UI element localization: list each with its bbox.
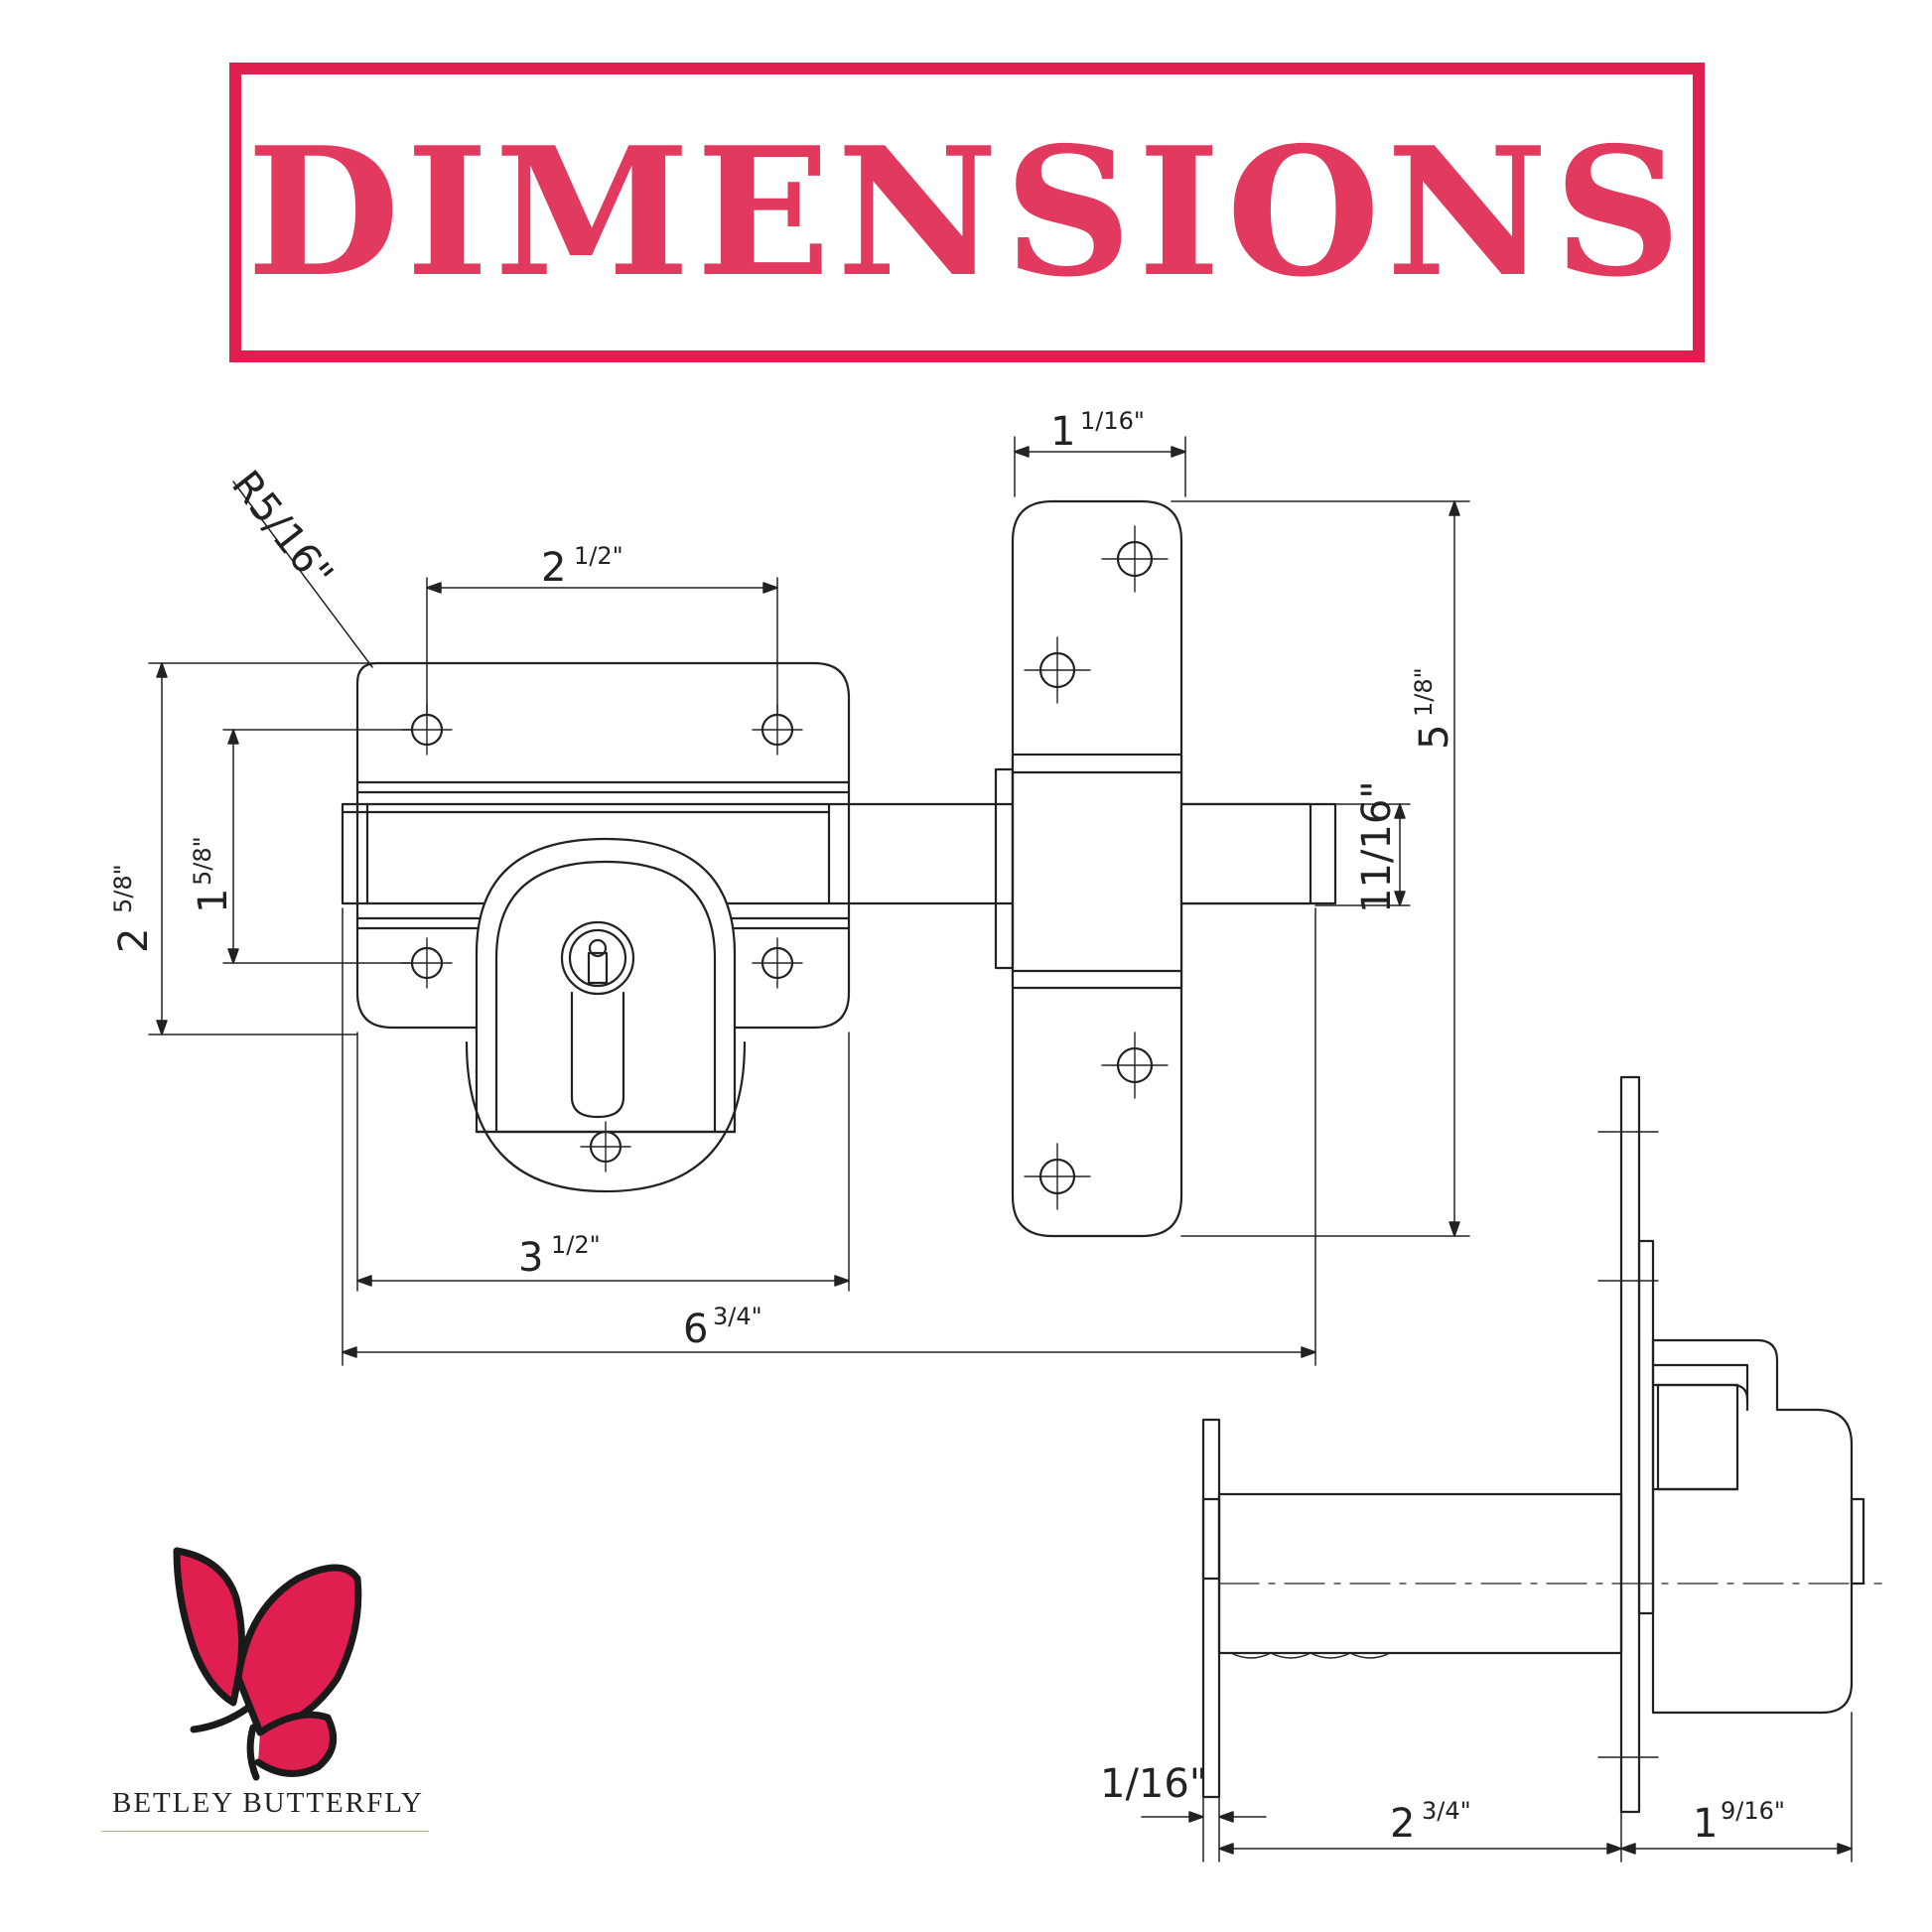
brand-underline [101, 1831, 429, 1832]
dim-total-length-whole: 6 [683, 1307, 708, 1352]
bolt-bar [341, 802, 1337, 905]
dim-body-depth-frac: 9/16" [1721, 1797, 1785, 1825]
dimension-lines [148, 436, 1470, 1366]
dim-hole-spacing-whole: 2 [541, 545, 566, 591]
title-frame: DIMENSIONS [229, 63, 1705, 362]
dim-bolt-projection-frac: 3/4" [1422, 1797, 1471, 1825]
dim-keeper-width-whole: 1 [1050, 409, 1075, 455]
dim-body-depth-whole: 1 [1693, 1801, 1718, 1847]
dim-bolt-projection-whole: 2 [1390, 1801, 1415, 1847]
butterfly-logo-icon [173, 1547, 362, 1781]
dim-body-height-whole: 2 [111, 928, 157, 953]
dim-hole-spacing-frac: 1/2" [574, 542, 623, 570]
side-view [1141, 1075, 1882, 1863]
dim-hole-vertical-frac: 5/8" [189, 836, 216, 886]
dim-hole-vertical-whole: 1 [191, 889, 236, 913]
cylinder-housing [465, 837, 747, 1193]
keeper-plate [994, 499, 1312, 1238]
page-title: DIMENSIONS [246, 108, 1688, 316]
dim-bolt-size: 11/16" [1354, 780, 1400, 913]
dim-radius: R5/16" [222, 463, 342, 598]
dim-keeper-height-whole: 5 [1412, 725, 1457, 750]
dim-body-width-frac: 1/2" [551, 1231, 601, 1259]
brand-name: BETLEY BUTTERFLY [112, 1787, 424, 1819]
dim-body-width-whole: 3 [518, 1235, 543, 1281]
dim-total-length-frac: 3/4" [713, 1303, 762, 1330]
dim-body-height-frac: 5/8" [109, 864, 137, 913]
dim-keeper-width-frac: 1/16" [1080, 407, 1145, 435]
dim-plate-thickness: 1/16" [1100, 1761, 1207, 1807]
dim-keeper-height-frac: 1/8" [1410, 667, 1438, 717]
